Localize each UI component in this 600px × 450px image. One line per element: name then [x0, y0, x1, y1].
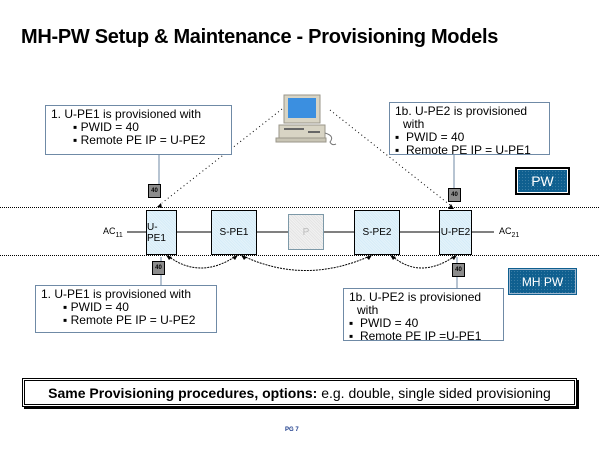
arrow-sig-5 [390, 255, 396, 260]
signal-spe2-upe2 [391, 255, 456, 269]
arrow-sig-2 [232, 255, 238, 260]
callout-heading: 1b. U-PE2 is provisioned [395, 104, 528, 118]
arrow-sig-6 [451, 255, 457, 260]
bullet-icon: ▪ [349, 316, 354, 330]
bullet-icon: ▪ [63, 300, 68, 314]
callout-heading: 1b. U-PE2 is provisioned [349, 290, 482, 304]
node-s-pe1: S-PE1 [211, 210, 257, 255]
callout-heading: 1. U-PE1 is provisioned with [51, 107, 202, 121]
node-u-pe2: U-PE2 [439, 210, 472, 255]
ac21-label: AC21 [499, 226, 520, 239]
summary-bold: Same Provisioning procedures, options: [48, 384, 318, 401]
computer-icon [275, 94, 337, 146]
page-number: PG 7 [285, 427, 299, 433]
callout-bullet: PWID = 40 [405, 130, 465, 144]
node-p: P [288, 214, 324, 250]
callout-heading-cont: with [357, 303, 379, 317]
callout-heading: 1. U-PE1 is provisioned with [41, 287, 192, 301]
summary-text: e.g. double, single sided provisioning [317, 384, 551, 401]
arrow-sig-1 [166, 255, 172, 260]
signal-upe1-spe1 [167, 255, 237, 269]
callout-bullet: PWID = 40 [80, 120, 139, 134]
bullet-icon: ▪ [395, 143, 400, 157]
arrow-sig-4 [366, 255, 372, 260]
signal-spe1-spe2 [242, 255, 371, 271]
legend-pw-badge: PW [515, 167, 570, 195]
callout-bullet: Remote PE IP =U-PE1 [359, 329, 482, 343]
ac11-label: AC11 [103, 226, 123, 239]
callout-top-left: 1. U-PE1 is provisioned with ▪ PWID = 40… [45, 105, 232, 155]
node-s-pe2: S-PE2 [354, 210, 400, 255]
mgmt-line-right [329, 109, 451, 206]
callout-bullet: Remote PE IP = U-PE1 [405, 143, 531, 157]
arrow-top-right [448, 204, 454, 209]
bullet-icon: ▪ [73, 133, 78, 147]
pwid-tag-bottom-left: 40 [152, 261, 165, 275]
callout-heading-cont: with [403, 117, 425, 131]
callout-bottom-left: 1. U-PE1 is provisioned with ▪ PWID = 40… [35, 285, 217, 333]
pwid-tag-top-right: 40 [448, 188, 461, 202]
mgmt-line-left [161, 108, 283, 204]
pwid-tag-top-left: 40 [148, 184, 161, 198]
bullet-icon: ▪ [63, 313, 68, 327]
callout-bullet: Remote PE IP = U-PE2 [70, 313, 196, 327]
bullet-icon: ▪ [395, 130, 400, 144]
callout-bottom-right: 1b. U-PE2 is provisioned with ▪ PWID = 4… [343, 288, 504, 343]
summary-box: Same Provisioning procedures, options: e… [22, 378, 577, 407]
node-u-pe1: U-PE1 [146, 210, 177, 255]
legend-mh-pw-badge: MH PW [508, 268, 577, 295]
pwid-tag-bottom-right: 40 [452, 263, 465, 277]
arrow-top-left [157, 203, 162, 208]
page-title: MH-PW Setup & Maintenance - Provisioning… [21, 26, 499, 48]
callout-bullet: PWID = 40 [70, 300, 129, 314]
callout-bullet: Remote PE IP = U-PE2 [80, 133, 206, 147]
callout-bullet: PWID = 40 [359, 316, 419, 330]
callout-top-right: 1b. U-PE2 is provisioned with ▪ PWID = 4… [389, 102, 550, 157]
arrow-sig-3 [241, 255, 247, 260]
bullet-icon: ▪ [73, 120, 78, 134]
bullet-icon: ▪ [349, 329, 354, 343]
